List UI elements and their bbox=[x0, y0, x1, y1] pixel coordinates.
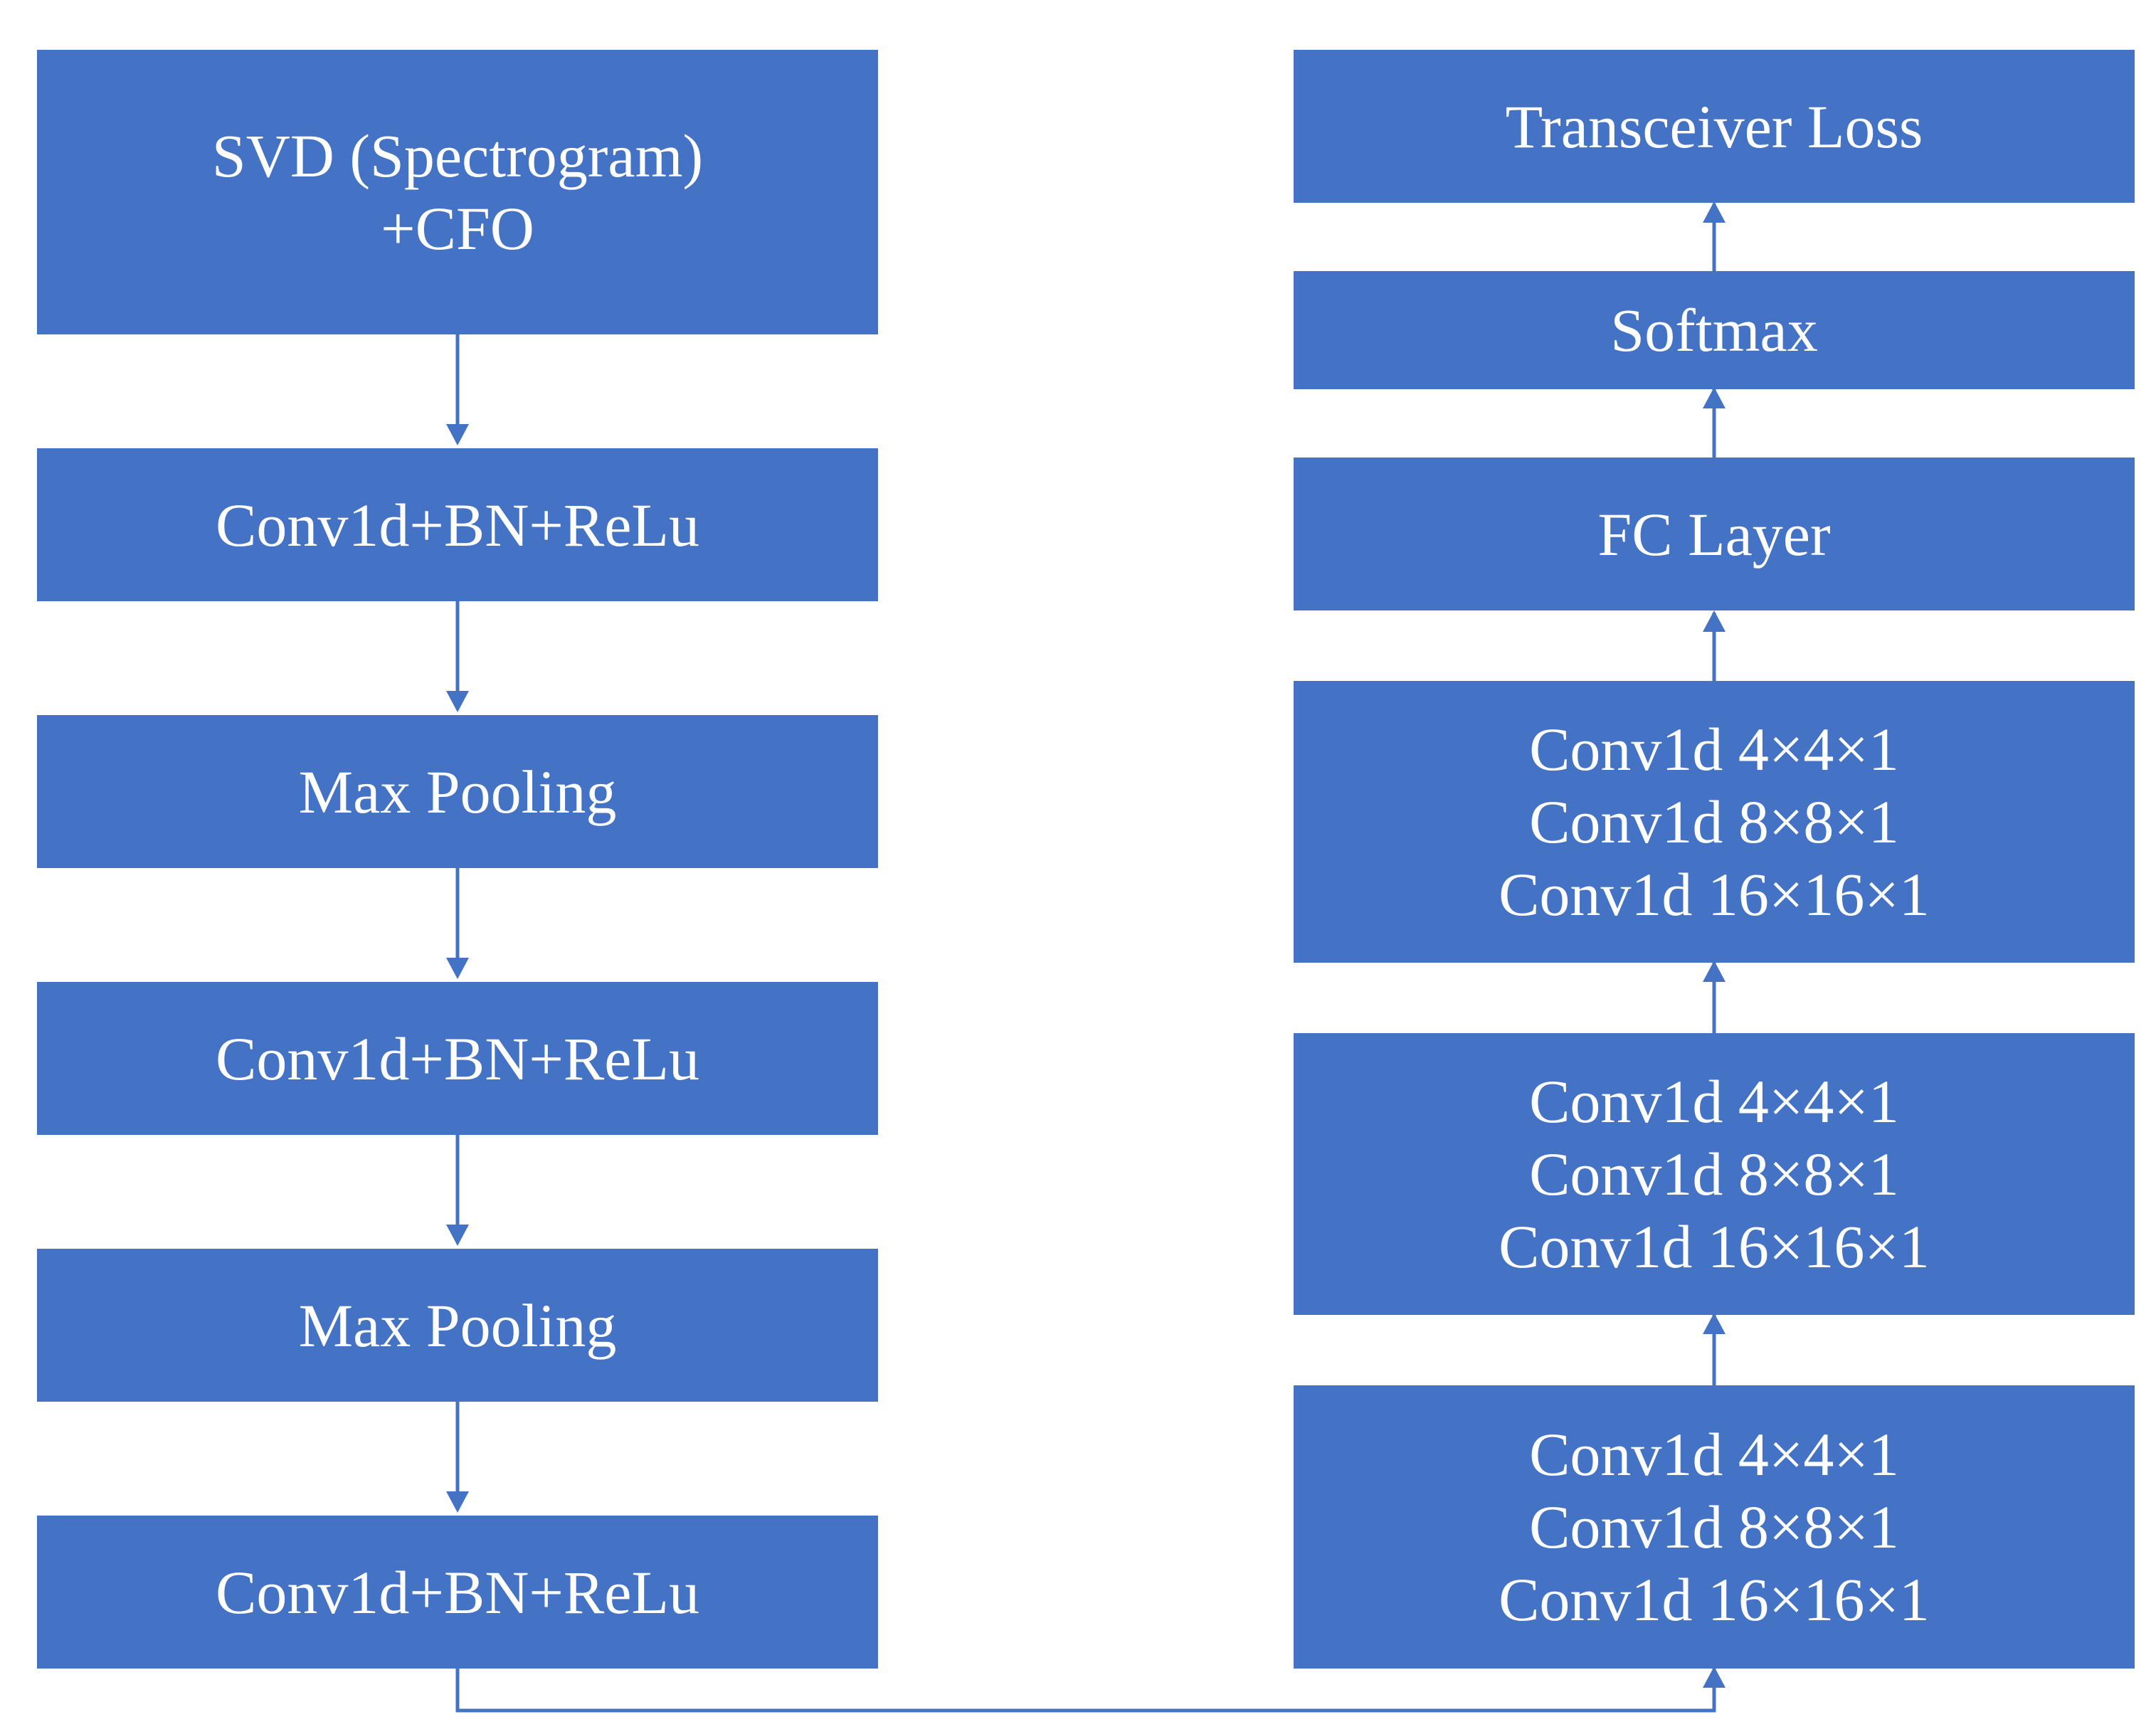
conv-bn-relu-box-1: Conv1d+BN+ReLu bbox=[37, 448, 878, 601]
arrow-left-to-right-connector bbox=[455, 1669, 1716, 1713]
box-text-line: Conv1d 4×4×1 bbox=[1529, 715, 1899, 783]
transceiver-loss-box: Transceiver Loss bbox=[1294, 50, 2135, 203]
max-pooling-box-1: Max Pooling bbox=[37, 715, 878, 868]
arrowhead-softmax bbox=[1703, 387, 1726, 408]
box-text-line: Max Pooling bbox=[298, 757, 617, 826]
box-text-line: Transceiver Loss bbox=[1505, 92, 1923, 161]
box-text-line: Conv1d+BN+ReLu bbox=[216, 1558, 699, 1627]
box-text-line: FC Layer bbox=[1597, 499, 1831, 569]
box-text-line: Conv1d 4×4×1 bbox=[1529, 1420, 1899, 1489]
conv-bn-relu-box-2: Conv1d+BN+ReLu bbox=[37, 982, 878, 1135]
box-text-line: +CFO bbox=[381, 194, 534, 263]
box-text-line: Conv1d 4×4×1 bbox=[1529, 1067, 1899, 1136]
arrowhead-transceiver-loss bbox=[1703, 201, 1726, 223]
conv-block-box-3: Conv1d 4×4×1 Conv1d 8×8×1 Conv1d 16×16×1 bbox=[1294, 1385, 2135, 1669]
box-text-line: Conv1d 8×8×1 bbox=[1529, 1140, 1899, 1208]
conv-bn-relu-box-3: Conv1d+BN+ReLu bbox=[37, 1516, 878, 1669]
conv-block-box-2: Conv1d 4×4×1 Conv1d 8×8×1 Conv1d 16×16×1 bbox=[1294, 1033, 2135, 1315]
softmax-box: Softmax bbox=[1294, 271, 2135, 389]
fc-layer-box: FC Layer bbox=[1294, 458, 2135, 610]
box-text-line: Conv1d 8×8×1 bbox=[1529, 788, 1899, 856]
arrowhead-pool-2 bbox=[446, 1225, 469, 1246]
box-text-line: Softmax bbox=[1610, 296, 1818, 364]
arrowhead-conv-block-3 bbox=[1703, 1666, 1726, 1688]
arrowhead-conv-block-1 bbox=[1703, 961, 1726, 982]
arrowhead-conv-2 bbox=[446, 958, 469, 979]
input-svd-cfo-box: SVD (Spectrogram) +CFO bbox=[37, 50, 878, 334]
arrowhead-conv-1 bbox=[446, 424, 469, 445]
box-text-line: Conv1d 8×8×1 bbox=[1529, 1493, 1899, 1561]
box-text-line: Conv1d+BN+ReLu bbox=[216, 490, 699, 559]
conv-block-box-1: Conv1d 4×4×1 Conv1d 8×8×1 Conv1d 16×16×1 bbox=[1294, 681, 2135, 963]
arrowhead-fc-layer bbox=[1703, 610, 1726, 632]
box-text-line: Conv1d+BN+ReLu bbox=[216, 1024, 699, 1093]
box-text-line: Conv1d 16×16×1 bbox=[1499, 1565, 1930, 1634]
box-text-line: SVD (Spectrogram) bbox=[211, 122, 704, 190]
max-pooling-box-2: Max Pooling bbox=[37, 1249, 878, 1402]
arrowhead-conv-3 bbox=[446, 1491, 469, 1513]
arrowhead-pool-1 bbox=[446, 691, 469, 712]
box-text-line: Conv1d 16×16×1 bbox=[1499, 1212, 1930, 1281]
box-text-line: Conv1d 16×16×1 bbox=[1499, 860, 1930, 929]
box-text-line: Max Pooling bbox=[298, 1291, 617, 1360]
arrowhead-conv-block-2 bbox=[1703, 1313, 1726, 1334]
